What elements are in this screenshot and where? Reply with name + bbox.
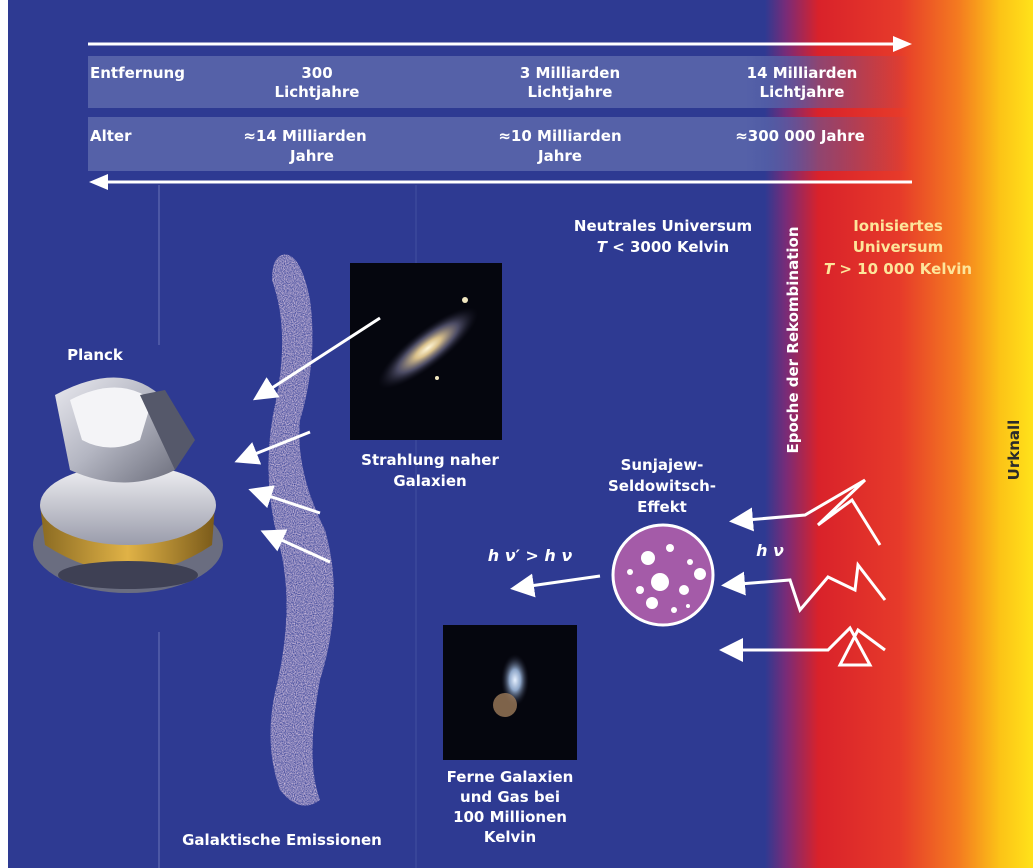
age-row-label: Alter [90,127,132,145]
planck-satellite-icon [33,377,223,593]
age-14bn-line1: ≈14 Milliarden [243,127,366,145]
distance-14bn-line1: 14 Milliarden [747,64,858,82]
photon-in-label: h ν [756,541,784,560]
age-10bn-line1: ≈10 Milliarden [498,127,621,145]
recombination-epoch-label: Epoche der Rekombination [784,227,802,454]
spiral-galaxy-disk [377,307,479,389]
distant-galaxies-line3: 100 Millionen [453,808,567,826]
distance-arrowhead [893,36,912,52]
nearby-galaxies-line2: Galaxien [393,472,466,490]
big-bang-label: Urknall [1005,420,1023,481]
distance-row-label: Entfernung [90,64,185,82]
photon-out-label: h ν′ > h ν [488,546,573,565]
sz-effect-line2: Seldowitsch- [608,477,716,495]
distant-galaxy-core [501,654,529,706]
age-band [88,117,910,171]
distance-band [88,56,910,108]
sz-gas-cloud-icon [611,523,715,627]
galactic-dust-band-icon [268,254,334,806]
cmb-photon-paths [719,478,887,667]
companion-galaxy-small [435,376,439,380]
distance-3bn-line2: Lichtjahre [528,83,613,101]
distant-galaxies-line4: Kelvin [484,828,536,846]
age-arrowhead [89,174,108,190]
distance-3bn-line1: 3 Milliarden [520,64,620,82]
companion-galaxy [462,297,468,303]
sz-effect-line1: Sunjajew- [621,456,704,474]
sz-effect-line3: Effekt [637,498,687,516]
nearby-galaxies-line1: Strahlung naher [361,451,499,469]
galactic-emissions-label: Galaktische Emissionen [182,831,382,849]
neutral-universe-temp: T < 3000 Kelvin [597,238,730,256]
age-14bn-line2: Jahre [289,147,334,165]
distance-300-line2: Lichtjahre [275,83,360,101]
distant-galaxy-gas [493,693,517,717]
distance-300-line1: 300 [301,64,332,82]
ionized-universe-temp: T > 10 000 Kelvin [824,260,972,278]
age-10bn-line2: Jahre [537,147,582,165]
planck-label: Planck [67,346,124,364]
distant-galaxies-line2: und Gas bei [460,788,560,806]
ionized-universe-line2: Universum [853,238,944,256]
ionized-universe-line1: Ionisiertes [853,217,943,235]
age-300k-line1: ≈300 000 Jahre [735,127,865,145]
neutral-universe-title: Neutrales Universum [574,217,752,235]
distance-14bn-line2: Lichtjahre [760,83,845,101]
distant-galaxies-line1: Ferne Galaxien [447,768,574,786]
foreground-radiation-arrows [234,316,601,598]
